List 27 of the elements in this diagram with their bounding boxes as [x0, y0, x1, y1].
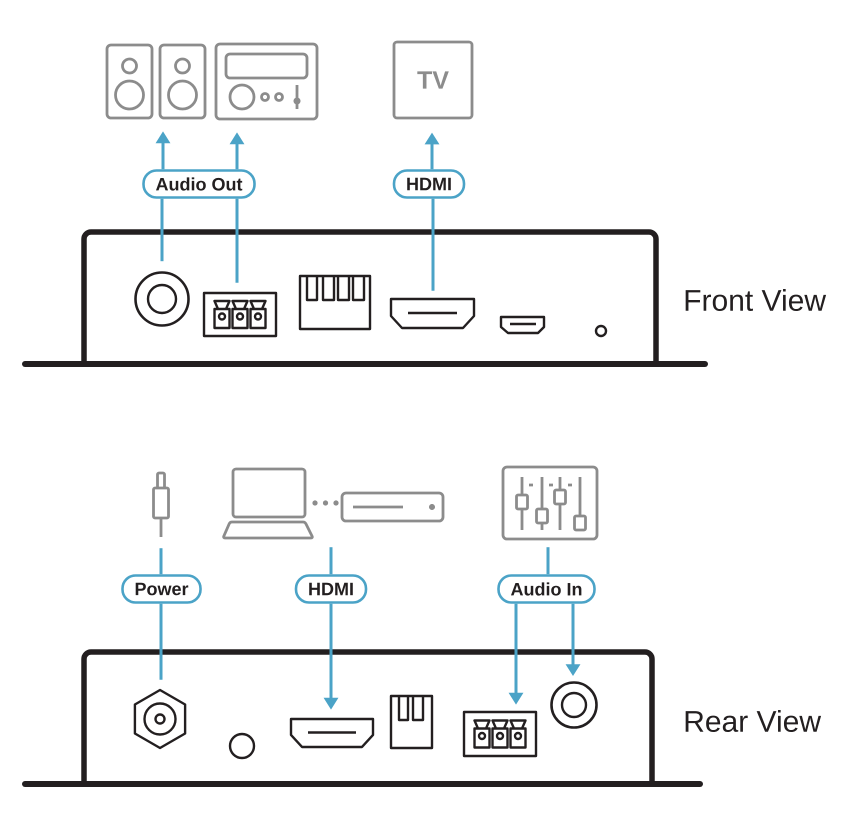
view-label: Rear View: [686, 710, 822, 732]
hdmi-port: [390, 298, 476, 330]
terminal-block: [202, 292, 278, 338]
power-plug-icon: [152, 472, 170, 537]
dc-power-jack: [134, 688, 186, 750]
label-pill: Power: [121, 574, 202, 604]
mixer-icon: [502, 466, 598, 540]
tv-box: TV: [392, 40, 474, 120]
connector-line: [236, 198, 238, 283]
label-pill: HDMI: [392, 169, 466, 199]
laptop-player-icon: [222, 468, 444, 540]
speaker-icon: [106, 44, 206, 120]
connector-line: [160, 604, 162, 680]
connector-line: [330, 547, 332, 574]
label-pill: Audio Out: [142, 169, 256, 199]
terminal-block: [462, 710, 538, 758]
label-pill: HDMI: [294, 574, 368, 604]
amplifier-icon: [214, 42, 318, 120]
audio-jack: [134, 271, 190, 327]
connector-line: [546, 547, 550, 574]
connector-line: [432, 198, 434, 291]
view-label: Front View: [686, 288, 826, 312]
label-pill: Audio In: [497, 574, 596, 604]
connector-line: [160, 548, 162, 574]
audio-jack: [550, 681, 598, 729]
connector-line: [160, 198, 164, 262]
hdmi-port: [290, 718, 374, 748]
